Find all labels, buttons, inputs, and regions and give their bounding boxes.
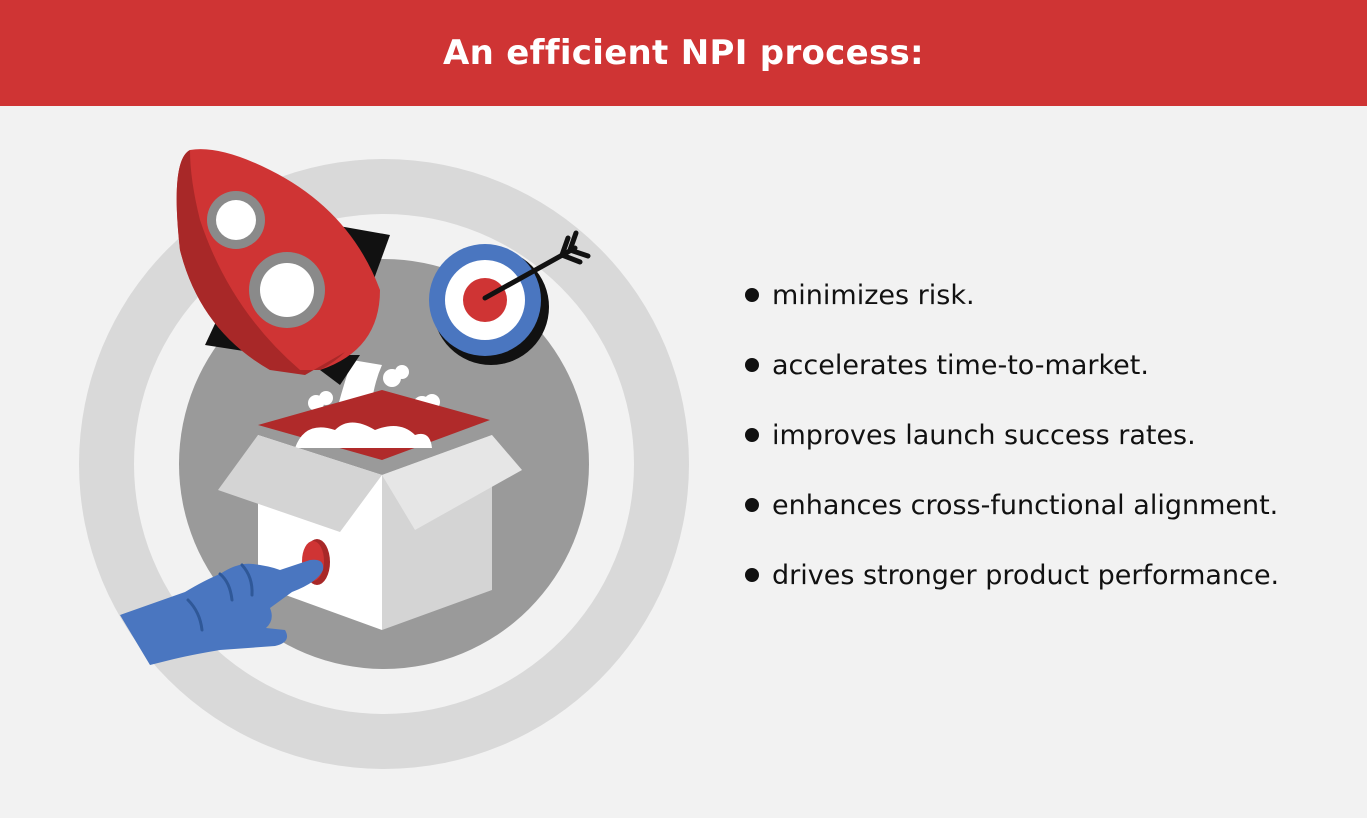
benefits-list: minimizes risk. accelerates time-to-mark…: [745, 275, 1345, 625]
bullet-icon: [745, 358, 759, 372]
list-item: enhances cross-functional alignment.: [745, 485, 1345, 525]
hand-pointer-icon: [120, 559, 324, 665]
arrow-icon: [482, 230, 591, 301]
header-banner: An efficient NPI process:: [0, 0, 1367, 106]
list-item: improves launch success rates.: [745, 415, 1345, 455]
benefit-text: drives stronger product performance.: [772, 559, 1280, 591]
bullet-icon: [745, 288, 759, 302]
rocket-icon: [176, 149, 390, 385]
list-item: minimizes risk.: [745, 275, 1345, 315]
illustration-svg: [79, 149, 689, 769]
bullet-icon: [745, 428, 759, 442]
list-item: accelerates time-to-market.: [745, 345, 1345, 385]
npi-illustration: [70, 130, 710, 790]
benefit-text: accelerates time-to-market.: [772, 349, 1149, 381]
benefit-text: enhances cross-functional alignment.: [772, 489, 1279, 521]
benefit-text: minimizes risk.: [772, 279, 975, 311]
page-title: An efficient NPI process:: [443, 33, 924, 73]
benefit-text: improves launch success rates.: [772, 419, 1196, 451]
bullet-icon: [745, 568, 759, 582]
list-item: drives stronger product performance.: [745, 555, 1345, 595]
bullet-icon: [745, 498, 759, 512]
